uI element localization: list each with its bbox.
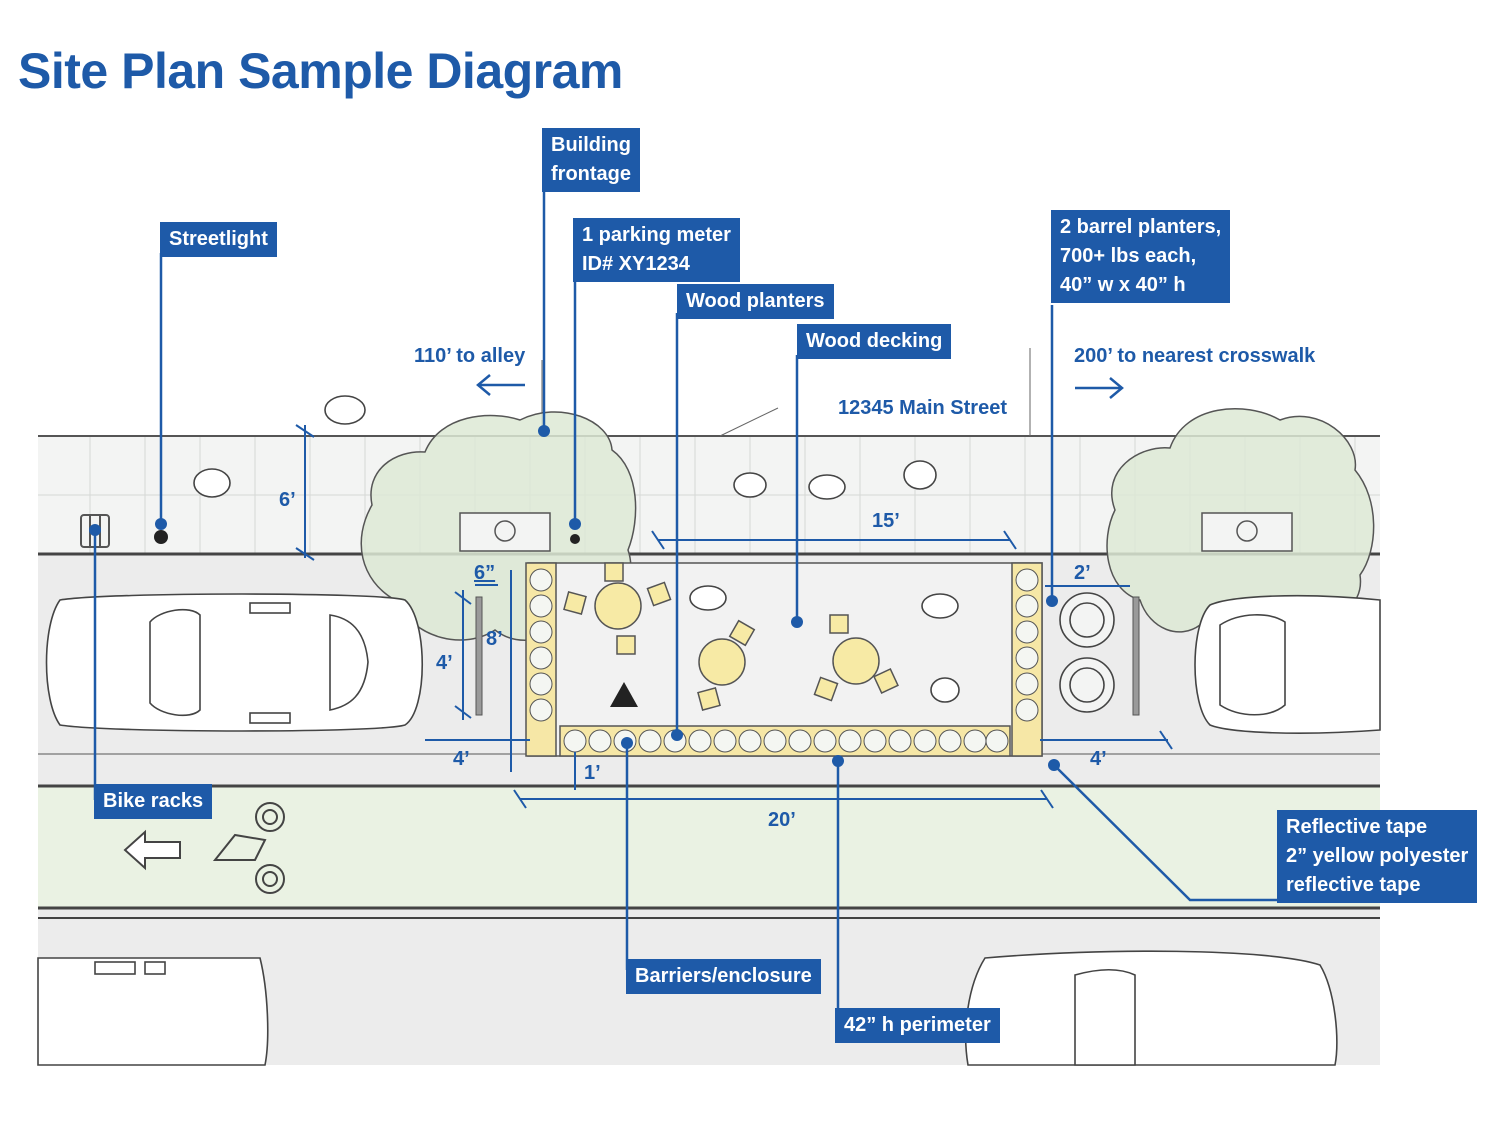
callout-leaders [93,187,1280,1020]
parking-meter-marker [570,534,580,544]
dim-8ft: 8’ [486,628,503,650]
callout-wood-planters: Wood planters [677,284,834,319]
arrow-to-alley [476,374,525,396]
dim-20ft: 20’ [768,809,796,831]
dim-4ft-vertical: 4’ [436,652,453,674]
streetlight-marker [154,530,168,544]
to-alley-label: 110’ to alley [414,345,526,367]
callout-reflective-tape: Reflective tape 2” yellow polyester refl… [1277,810,1478,903]
dim-15ft: 15’ [872,510,900,532]
bike-lane-arrow [123,829,181,871]
page-title: Site Plan Sample Diagram [18,43,623,99]
callout-wood-decking: Wood decking [797,324,952,359]
reflective-post-left [475,596,483,716]
barrel-planters [1059,592,1115,713]
callout-parking-meter: 1 parking meter ID# XY1234 [573,218,740,282]
arrow-to-crosswalk [1075,377,1124,399]
callout-dots [89,425,1060,771]
planter-shrubs [529,568,1039,753]
warning-triangle [610,682,638,707]
dim-4ft-left: 4’ [453,748,470,770]
dim-2ft: 2’ [1074,562,1091,584]
tree-grate-left [459,512,551,552]
callout-perimeter: 42” h perimeter [835,1008,1000,1043]
callout-barriers: Barriers/enclosure [626,959,821,994]
dim-1ft: 1’ [584,762,601,784]
reflective-post-right [1132,596,1140,716]
callout-building-frontage: Building frontage [542,128,640,192]
moving-car-right [964,950,1338,1066]
dim-sidewalk-6ft: 6’ [279,489,296,511]
bike-lane-symbol [212,802,285,894]
tree-grate-right [1201,512,1293,552]
callout-bike-racks: Bike racks [94,784,213,819]
callout-barrel-planters: 2 barrel planters, 700+ lbs each, 40” w … [1051,210,1231,303]
to-crosswalk-label: 200’ to nearest crosswalk [1074,345,1316,367]
dimension-lines [295,424,1173,809]
dim-4ft-right: 4’ [1090,748,1107,770]
street-address: 12345 Main Street [838,397,1007,419]
pedestrians [193,395,960,703]
callout-streetlight: Streetlight [160,222,277,257]
cafe-tables [563,562,899,711]
parked-car-right [1194,594,1381,734]
dim-6in: 6” [474,562,496,584]
moving-car-left [37,957,269,1066]
parked-car-left [45,593,423,732]
